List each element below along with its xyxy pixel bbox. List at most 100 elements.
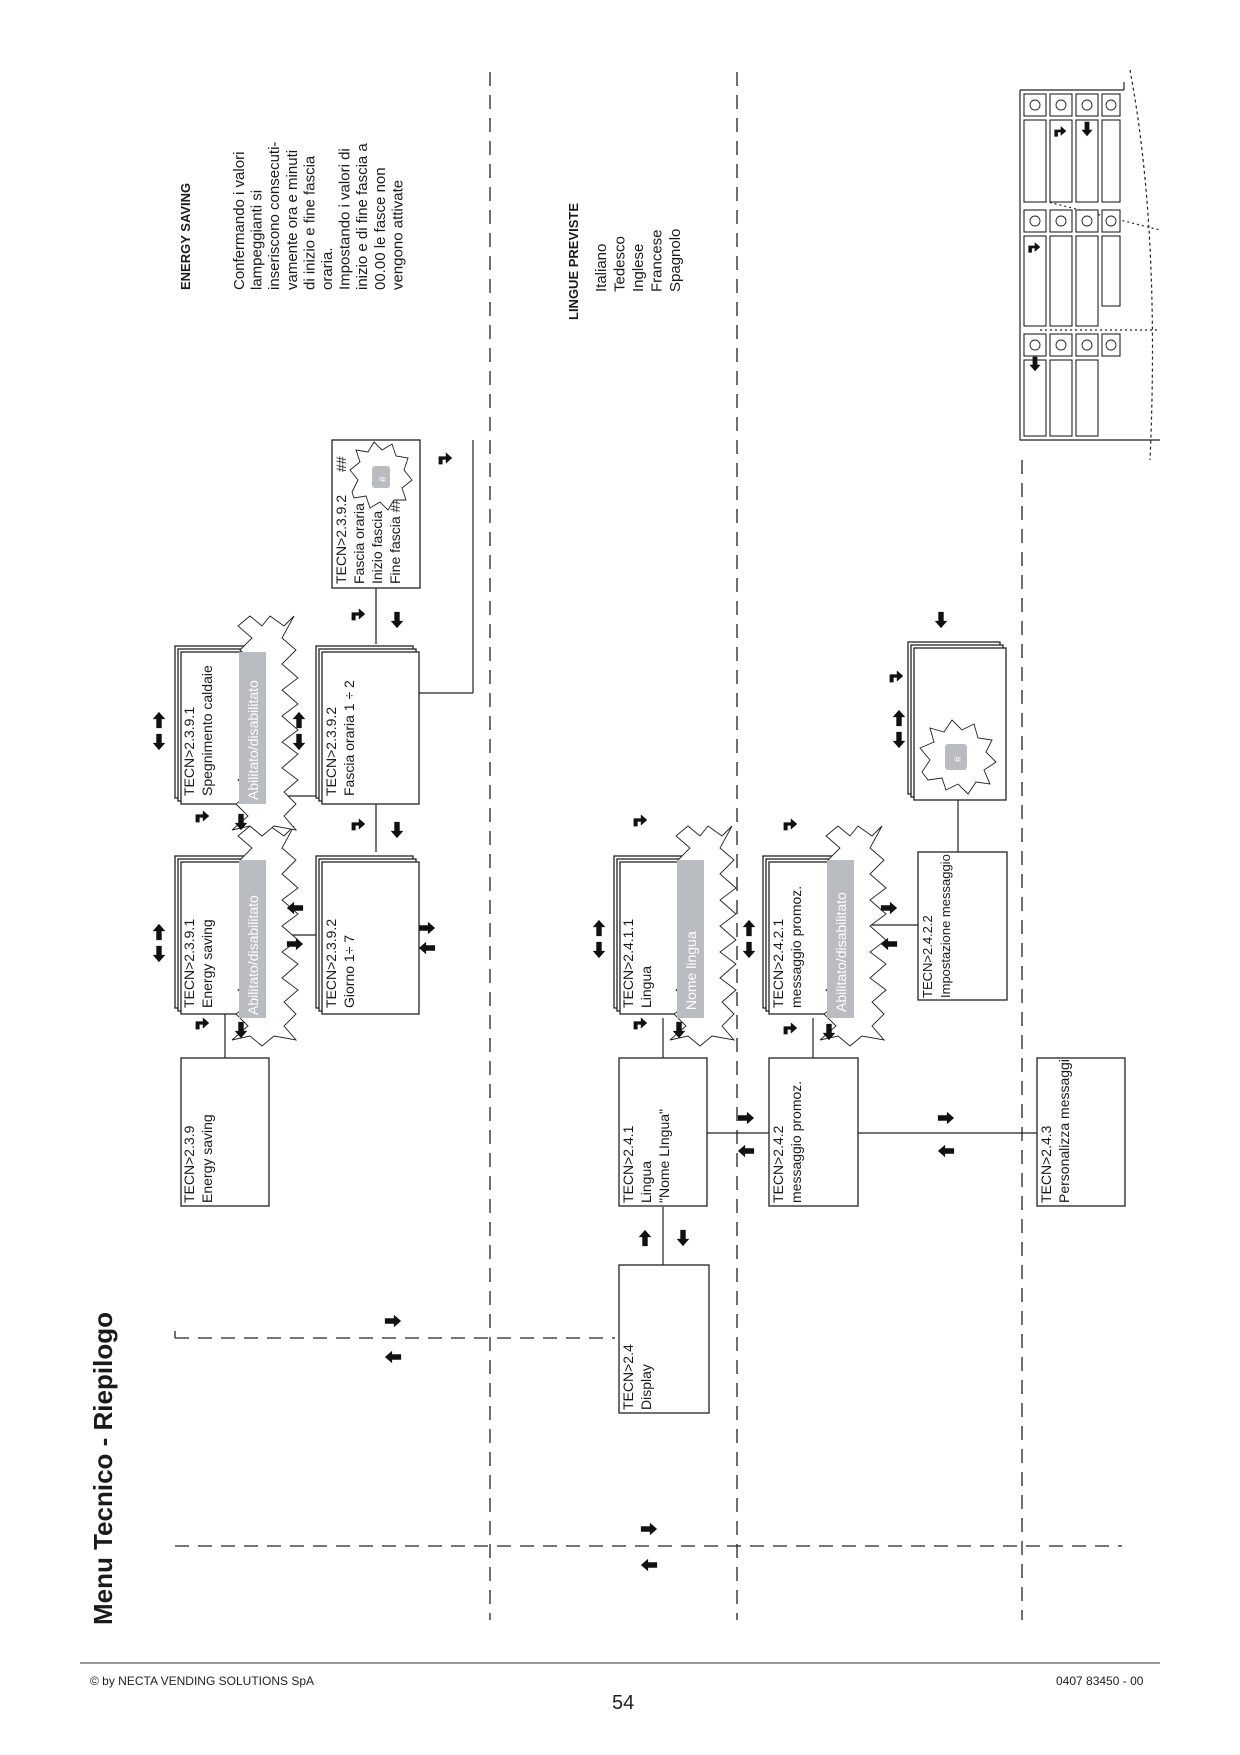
box-code: TECN>2.4.2: [770, 1125, 786, 1203]
arrow-down-icon: [152, 945, 166, 963]
arrow-down-icon: [390, 821, 404, 839]
arrow-up-icon: [152, 711, 166, 729]
blinking-value-nome-lingua: Nome lingua: [669, 825, 737, 1047]
blinking-text: Nome lingua: [683, 931, 699, 1010]
note-line: Confermando i valori: [231, 152, 248, 290]
box-line: messaggio promoz.: [788, 1081, 804, 1203]
box-code: TECN>2.4.2.1: [770, 919, 786, 1008]
arrow-hook-up-icon: [783, 818, 798, 831]
arrow-down-icon: [390, 611, 404, 629]
arrow-down-icon: [892, 731, 906, 749]
arrow-down-icon: [934, 611, 948, 629]
keypad-illustration: [1019, 69, 1161, 461]
note-title-energy: ENERGY SAVING: [178, 183, 193, 290]
box-value: ##: [333, 456, 349, 472]
arrow-hook-up-icon: [195, 810, 210, 823]
arrow-right-icon: [937, 1111, 955, 1125]
blinking-cursor-fascia: #: [349, 441, 413, 511]
page-title: Menu Tecnico - Riepilogo: [88, 1312, 118, 1625]
box-line: Fascia oraria: [351, 503, 367, 584]
note-line: Tedesco: [612, 236, 629, 292]
arrow-up-icon: [592, 919, 606, 937]
box-line: Spegnimento caldaie: [199, 665, 215, 796]
arrow-hook-up-icon: [438, 452, 453, 465]
box-line: Energy saving: [199, 919, 215, 1008]
box-code: TECN>2.3.9.2: [323, 919, 339, 1008]
note-line: vamente ora e minuti: [284, 150, 301, 290]
arrow-down-icon: [292, 733, 306, 751]
note-line: Italiano: [593, 244, 610, 292]
box-code: TECN>2.3.9.1: [181, 919, 197, 1008]
box-line: Inizio fascia: [369, 511, 385, 584]
note-line: inizio e di fine fascia a: [354, 143, 371, 290]
arrow-hook-up-icon: [195, 1017, 210, 1030]
note-line: lampeggianti si: [249, 190, 266, 290]
note-line: Spagnolo: [667, 229, 684, 292]
box-code: TECN>2.4.1.1: [620, 919, 636, 1008]
arrow-hook-up-icon: [351, 608, 366, 621]
note-line: 00.00 le fasce non: [372, 167, 389, 290]
svg-text:Italiano Tedesco I: Italiano Tedesco Inglese Francese Spagno…: [593, 225, 684, 292]
arrow-right-icon: [418, 921, 436, 935]
arrow-hook-up-icon: [633, 1017, 648, 1030]
box-code: TECN>2.4.1: [620, 1125, 636, 1203]
blinking-value-abilitato-3: Abilitato/disabilitato: [819, 825, 887, 1047]
arrow-hook-up-icon: [633, 814, 648, 827]
arrow-up-icon: [892, 709, 906, 727]
footer-doc-code: 0407 83450 - 00: [1056, 1674, 1144, 1688]
blinking-value-abilitato-2: Abilitato/disabilitato: [231, 615, 299, 837]
arrow-left-icon: [384, 1350, 402, 1364]
arrow-hook-up-icon: [889, 670, 904, 683]
box-line: Impostazione messaggio: [938, 854, 953, 998]
box-code: TECN>2.4.3: [1038, 1125, 1054, 1203]
arrow-hook-up-icon: [783, 1022, 798, 1035]
box-line: Energy saving: [199, 1114, 215, 1203]
note-line: oraria.: [319, 247, 336, 290]
arrow-left-icon: [640, 1558, 658, 1572]
box-line: "Nome LIngua": [656, 1109, 672, 1203]
box-line: Display: [638, 1364, 654, 1410]
blinking-text: Abilitato/disabilitato: [245, 895, 261, 1015]
arrow-hook-up-icon: [351, 818, 366, 831]
blinking-text: Abilitato/disabilitato: [833, 892, 849, 1012]
note-title-lingue: LINGUE PREVISTE: [566, 203, 581, 320]
arrow-up-icon: [742, 919, 756, 937]
blinking-cursor-message: #: [919, 719, 997, 795]
blinking-text: #: [378, 476, 389, 482]
arrow-down-icon: [592, 941, 606, 959]
box-line: messaggio promoz.: [788, 886, 804, 1008]
box-line: Lingua: [638, 1161, 654, 1203]
box-code: TECN>2.3.9: [181, 1125, 197, 1203]
note-line: Francese: [649, 229, 666, 292]
box-line: Fascia oraria 1 ÷ 2: [341, 680, 357, 796]
box-code: TECN>2.3.9.2: [333, 495, 349, 584]
note-line: vengono attivate: [389, 180, 406, 290]
arrow-left-icon: [418, 941, 436, 955]
footer-copyright: © by NECTA VENDING SOLUTIONS SpA: [90, 1674, 315, 1688]
page-number: 54: [612, 1692, 635, 1714]
blinking-text: #: [953, 756, 964, 762]
arrow-right-icon: [640, 1522, 658, 1536]
arrow-right-icon: [384, 1314, 402, 1328]
arrow-up-icon: [638, 1229, 652, 1247]
arrow-up-icon: [292, 711, 306, 729]
